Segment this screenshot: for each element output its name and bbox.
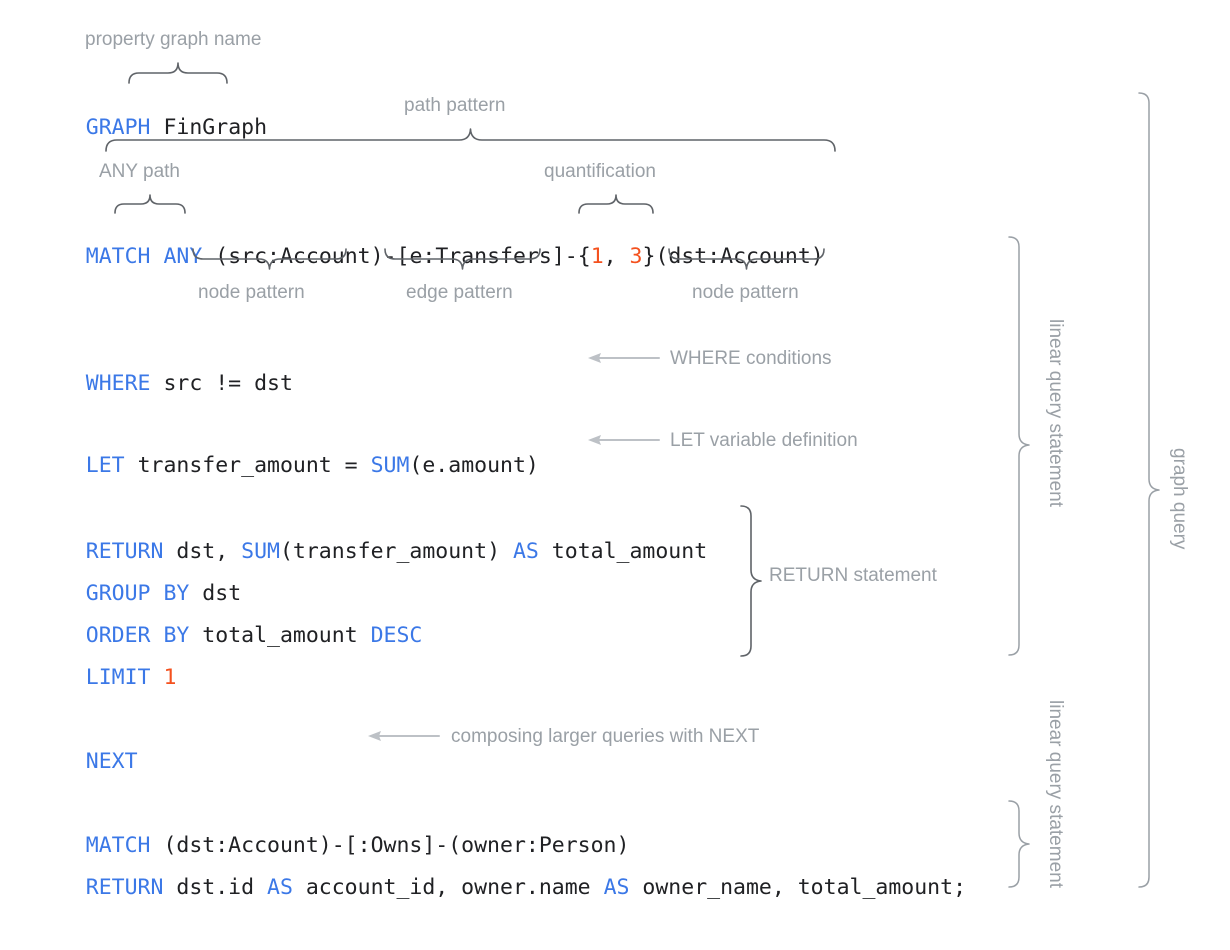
code-line-limit: LIMIT 1 bbox=[34, 639, 177, 717]
code-line-order-by: ORDER BY total_amount DESC bbox=[34, 597, 423, 675]
kw-match-2: MATCH bbox=[85, 833, 151, 858]
node-pattern-src: (src:Account) bbox=[215, 244, 384, 269]
kw-group: GROUP bbox=[85, 581, 151, 606]
brace-quantification bbox=[578, 194, 654, 214]
brace-node-pattern-left bbox=[192, 248, 347, 270]
space-1 bbox=[151, 244, 164, 269]
where-expression: src != dst bbox=[150, 371, 293, 396]
group-key: dst bbox=[189, 581, 242, 606]
code-line-return-1: RETURN dst, SUM(transfer_amount) AS tota… bbox=[34, 513, 707, 591]
quant-close-brace: } bbox=[642, 244, 656, 269]
annotation-linear-query-statement-1: linear query statement bbox=[1045, 319, 1066, 507]
kw-return: RETURN bbox=[85, 539, 164, 564]
quant-open-brace: { bbox=[577, 244, 591, 269]
code-line-let: LET transfer_amount = SUM(e.amount) bbox=[34, 427, 539, 505]
annotation-property-graph-name: property graph name bbox=[85, 29, 262, 50]
fn-sum-return: SUM bbox=[241, 539, 280, 564]
annotation-any-path: ANY path bbox=[99, 161, 180, 182]
kw-order: ORDER bbox=[85, 623, 151, 648]
annotation-let-variable-definition: LET variable definition bbox=[670, 430, 858, 451]
annotation-path-pattern: path pattern bbox=[404, 95, 506, 116]
code-line-return-2: RETURN dst.id AS account_id, owner.name … bbox=[34, 849, 966, 927]
annotation-where-conditions: WHERE conditions bbox=[670, 348, 832, 369]
order-key: total_amount bbox=[189, 623, 371, 648]
arrow-left-next bbox=[368, 731, 440, 741]
kw-return-2: RETURN bbox=[85, 875, 164, 900]
quant-separator: , bbox=[603, 244, 630, 269]
quant-upper-bound: 3 bbox=[629, 244, 643, 269]
brace-node-pattern-right bbox=[668, 248, 825, 270]
limit-value: 1 bbox=[163, 665, 177, 690]
match-2-pattern: (dst:Account)-[:Owns]-(owner:Person) bbox=[150, 833, 630, 858]
annotation-quantification: quantification bbox=[544, 161, 656, 182]
kw-where: WHERE bbox=[85, 371, 151, 396]
kw-as-2: AS bbox=[603, 875, 630, 900]
return-2-mid-1: dst.id bbox=[163, 875, 268, 900]
brace-property-graph-name bbox=[128, 62, 228, 84]
arrow-left-where bbox=[588, 353, 660, 363]
brace-return-statement bbox=[740, 505, 762, 657]
annotation-graph-query: graph query bbox=[1169, 448, 1190, 550]
kw-match: MATCH bbox=[85, 244, 151, 269]
let-args: (e.amount) bbox=[409, 453, 539, 478]
limit-space bbox=[151, 665, 164, 690]
annotation-return-statement: RETURN statement bbox=[769, 565, 937, 586]
return-mid-1: dst, bbox=[163, 539, 242, 564]
brace-linear-query-statement-2 bbox=[1008, 800, 1030, 888]
dash-2: - bbox=[564, 244, 578, 269]
annotation-node-pattern-right: node pattern bbox=[692, 282, 799, 303]
return-alias: total_amount bbox=[538, 539, 708, 564]
kw-desc: DESC bbox=[370, 623, 423, 648]
dash-1: - bbox=[383, 244, 397, 269]
let-variable: transfer_amount = bbox=[124, 453, 371, 478]
brace-linear-query-statement-1 bbox=[1008, 236, 1030, 656]
code-line-match-2: MATCH (dst:Account)-[:Owns]-(owner:Perso… bbox=[34, 807, 630, 885]
brace-path-pattern bbox=[105, 128, 836, 152]
kw-limit: LIMIT bbox=[85, 665, 151, 690]
graph-name: FinGraph bbox=[163, 115, 268, 140]
annotation-composing-with-next: composing larger queries with NEXT bbox=[451, 726, 760, 747]
code-line-match: MATCH ANY (src:Account)-[e:Transfers]-{1… bbox=[34, 218, 824, 296]
kw-graph: GRAPH bbox=[85, 115, 151, 140]
return-2-mid-2: account_id, owner.name bbox=[292, 875, 604, 900]
annotation-edge-pattern: edge pattern bbox=[406, 282, 513, 303]
brace-any-path bbox=[114, 194, 186, 214]
return-args: (transfer_amount) bbox=[279, 539, 513, 564]
annotation-linear-query-statement-2: linear query statement bbox=[1045, 700, 1066, 888]
kw-as-return-1: AS bbox=[512, 539, 539, 564]
brace-edge-pattern bbox=[384, 248, 541, 270]
kw-as-1: AS bbox=[267, 875, 293, 900]
return-2-tail: owner_name, total_amount; bbox=[629, 875, 967, 900]
kw-next: NEXT bbox=[85, 749, 138, 774]
brace-graph-query bbox=[1138, 92, 1160, 888]
code-line-group-by: GROUP BY dst bbox=[34, 555, 241, 633]
quant-lower-bound: 1 bbox=[590, 244, 604, 269]
code-line-where: WHERE src != dst bbox=[34, 345, 293, 423]
node-pattern-dst: (dst:Account) bbox=[655, 244, 824, 269]
fn-sum-let: SUM bbox=[370, 453, 410, 478]
kw-let: LET bbox=[85, 453, 125, 478]
code-line-graph: GRAPH FinGraph bbox=[34, 89, 267, 167]
code-line-next: NEXT bbox=[34, 723, 138, 801]
arrow-left-let bbox=[588, 435, 660, 445]
kw-by-group: BY bbox=[163, 581, 190, 606]
kw-by-order: BY bbox=[163, 623, 190, 648]
annotation-node-pattern-left: node pattern bbox=[198, 282, 305, 303]
